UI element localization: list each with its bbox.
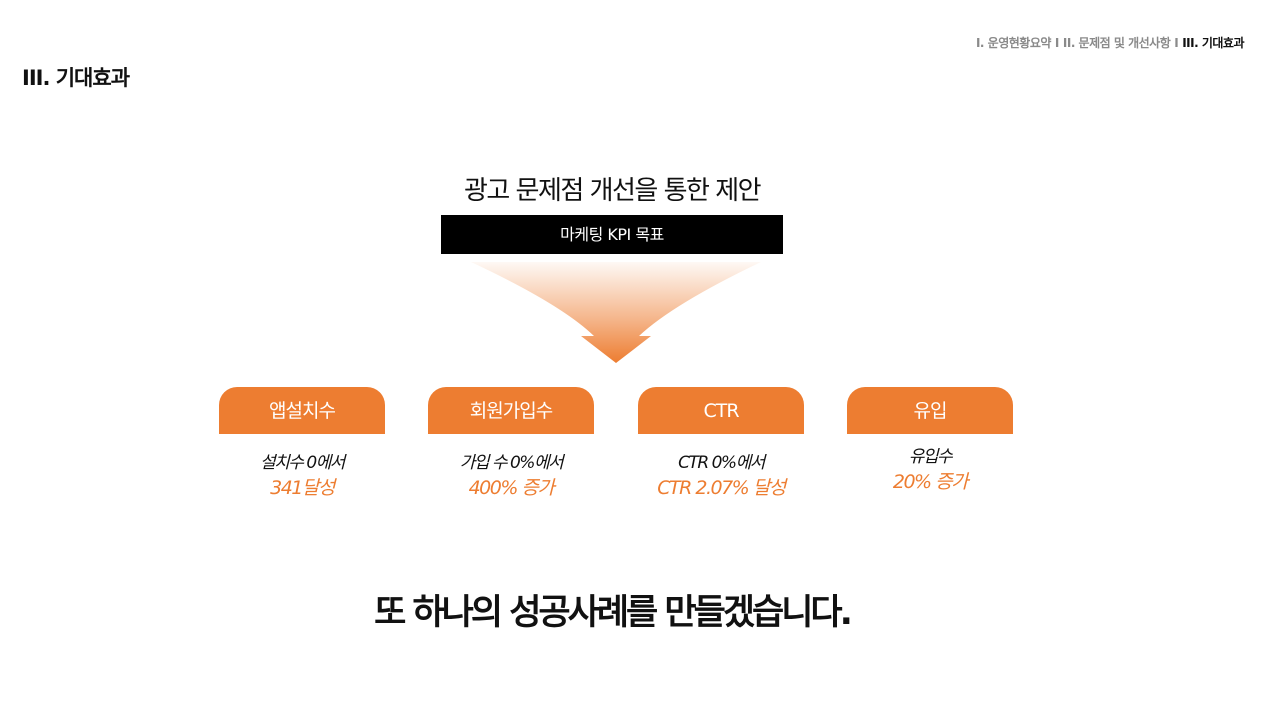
kpi-card-signups: 회원가입수 가입 수 0%에서 400% 증가	[428, 387, 594, 502]
nav-separator: I	[1054, 36, 1059, 50]
kpi-card-ctr: CTR CTR 0%에서 CTR 2.07% 달성	[638, 387, 804, 502]
card-baseline: 설치수 0에서	[260, 453, 345, 473]
nav-item-summary[interactable]: I. 운영현황요약	[975, 36, 1051, 50]
nav-item-issues[interactable]: II. 문제점 및 개선사항	[1062, 36, 1171, 50]
card-title: 유입	[847, 387, 1013, 434]
kpi-card-app-installs: 앱설치수 설치수 0에서 341달성	[219, 387, 385, 502]
card-title: 회원가입수	[428, 387, 594, 434]
closing-statement: 또 하나의 성공사례를 만들겠습니다.	[374, 593, 853, 633]
kpi-label-bar: 마케팅 KPI 목표	[441, 215, 783, 254]
card-target: 20% 증가	[892, 471, 969, 493]
card-title: CTR	[638, 387, 804, 434]
kpi-card-inflow: 유입 유입수 20% 증가	[847, 387, 1013, 496]
nav-separator: I	[1174, 36, 1179, 50]
proposal-headline: 광고 문제점 개선을 통한 제안	[463, 176, 762, 206]
card-target: CTR 2.07% 달성	[657, 477, 786, 499]
card-baseline: 유입수	[908, 447, 953, 467]
card-baseline: 가입 수 0%에서	[459, 453, 564, 473]
funnel-arrow-icon	[471, 262, 761, 363]
nav-item-expected-effects[interactable]: III. 기대효과	[1182, 36, 1244, 50]
card-target: 400% 증가	[468, 477, 555, 499]
card-baseline: CTR 0%에서	[678, 453, 765, 473]
section-title: III. 기대효과	[22, 66, 130, 90]
card-title: 앱설치수	[219, 387, 385, 434]
card-target: 341달성	[270, 477, 335, 499]
